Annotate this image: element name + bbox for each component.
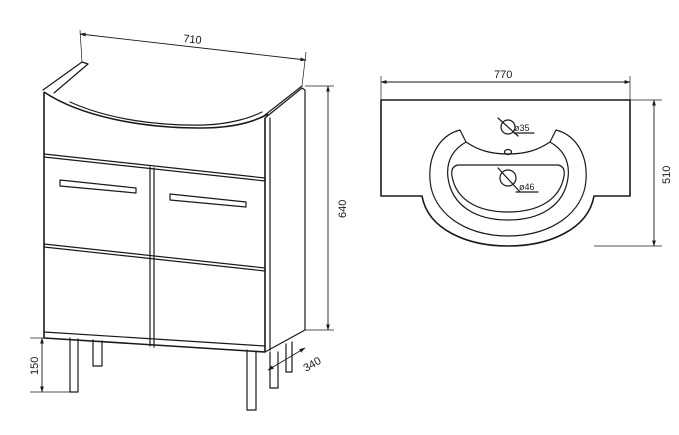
cabinet-top-right-edge <box>264 87 306 331</box>
tap-hole-label: ø35 <box>514 123 530 133</box>
cabinet-width-label: 710 <box>183 33 203 47</box>
cabinet-dimensions: 710 640 340 150 <box>29 29 349 393</box>
cabinet-leg-back-right <box>269 351 279 389</box>
cabinet-top-left-edge <box>42 61 89 94</box>
cabinet-leg-front-left <box>69 337 79 393</box>
cabinet-width-dim-line <box>79 32 307 62</box>
cabinet-leg-front-right <box>246 349 257 411</box>
leg-height-label: 150 <box>29 357 41 375</box>
cabinet-basin-curve <box>43 91 269 129</box>
cabinet-right-handle <box>169 193 247 208</box>
cabinet-basin-inner-curve <box>69 101 263 126</box>
basin-bowl-inner <box>451 164 565 213</box>
basin-dimensions: 770 510 <box>380 69 673 247</box>
basin-width-label: 770 <box>494 69 512 81</box>
cabinet-depth-dim-line <box>267 347 306 371</box>
cabinet-right-side-top <box>264 85 303 116</box>
basin-depth-label: 510 <box>661 166 673 184</box>
basin-drawing: ø35 ø46 <box>380 99 631 247</box>
cabinet-leg-back-left <box>92 339 103 367</box>
drain-hole <box>499 169 517 187</box>
basin-overflow-lip <box>465 141 551 155</box>
basin-outline <box>380 99 631 247</box>
tap-hole-small <box>500 119 516 135</box>
cabinet-base-front <box>43 331 266 347</box>
cabinet-left-handle <box>59 179 137 194</box>
cabinet-drawing <box>42 61 306 411</box>
basin-bowl-outer <box>429 129 587 237</box>
cabinet-depth-label: 340 <box>302 355 324 375</box>
cabinet-side-panel <box>264 329 306 353</box>
cabinet-upper-band-top <box>43 153 266 179</box>
cabinet-height-label: 640 <box>337 200 349 218</box>
drain-hole-label: ø46 <box>519 182 535 192</box>
overflow-hole <box>503 148 513 156</box>
